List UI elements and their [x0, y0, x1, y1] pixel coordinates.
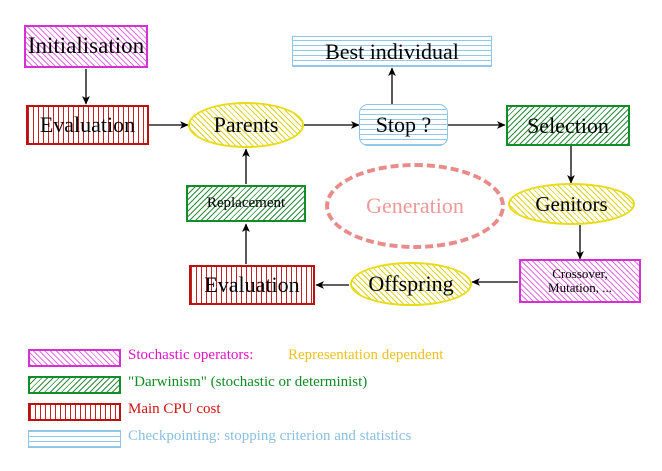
node-initialisation[interactable]: Initialisation	[24, 25, 148, 68]
node-stop[interactable]: Stop ?	[359, 104, 448, 146]
node-best-individual-label: Best individual	[325, 38, 459, 64]
legend-swatch-darwinism	[28, 376, 121, 394]
node-best-individual[interactable]: Best individual	[292, 36, 492, 67]
node-crossover-mutation-line1: Crossover,	[552, 266, 608, 282]
node-evaluation-top-label: Evaluation	[39, 112, 136, 138]
node-replacement[interactable]: Replacement	[186, 185, 306, 222]
legend-swatch-cpu	[28, 403, 121, 421]
node-stop-label: Stop ?	[375, 112, 432, 138]
node-genitors-label: Genitors	[535, 191, 608, 216]
node-offspring[interactable]: Offspring	[350, 262, 472, 306]
node-replacement-label: Replacement	[206, 194, 286, 211]
node-initialisation-label: Initialisation	[27, 33, 145, 59]
node-evaluation-bottom-label: Evaluation	[204, 272, 300, 298]
legend-swatch-checkpointing	[28, 430, 121, 448]
node-crossover-mutation-line2: Mutation, ...	[548, 280, 612, 295]
legend-label-checkpointing: Checkpointing: stopping criterion and st…	[128, 428, 412, 444]
node-offspring-label: Offspring	[368, 271, 454, 297]
node-generation-label: Generation	[366, 193, 464, 218]
node-evaluation-bottom[interactable]: Evaluation	[189, 265, 315, 305]
legend-label-darwinism: "Darwinism" (stochastic or determinist)	[128, 374, 368, 390]
node-selection[interactable]: Selection	[506, 105, 630, 146]
node-genitors[interactable]: Genitors	[508, 183, 635, 225]
node-selection-label: Selection	[527, 112, 609, 138]
legend-label-representation: Representation dependent	[288, 347, 444, 363]
legend-label-stochastic: Stochastic operators:	[128, 347, 254, 363]
node-parents-label: Parents	[213, 112, 279, 138]
node-parents[interactable]: Parents	[188, 102, 304, 148]
node-generation: Generation	[325, 163, 505, 249]
node-evaluation-top[interactable]: Evaluation	[26, 105, 149, 145]
legend-label-cpu: Main CPU cost	[128, 401, 221, 417]
legend-swatch-stochastic	[28, 349, 121, 367]
